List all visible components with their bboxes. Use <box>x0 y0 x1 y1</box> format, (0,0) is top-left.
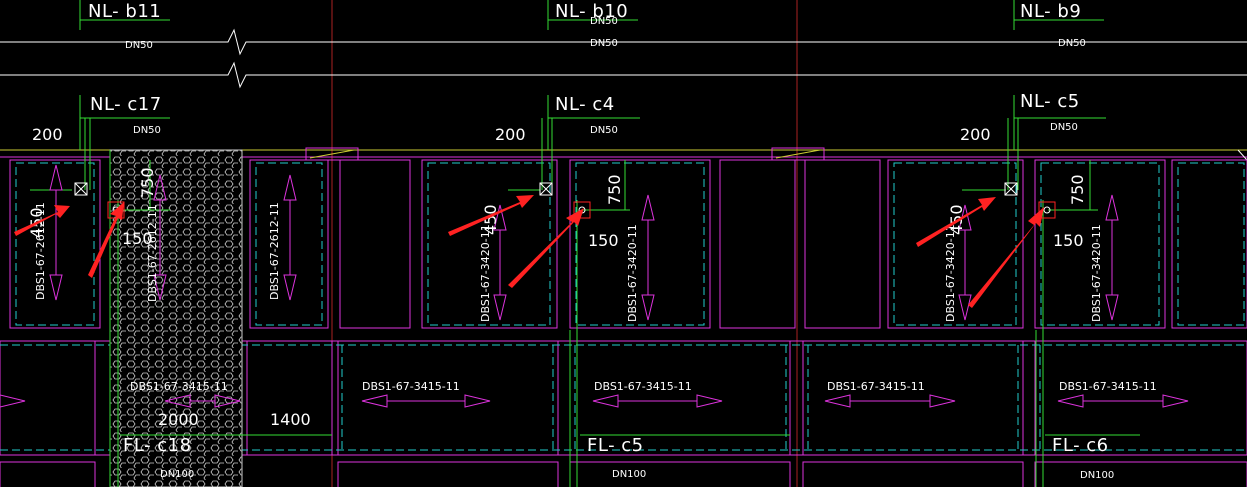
annotation-arrows <box>14 195 1044 308</box>
pipe-label-b10: NL- b10 <box>555 1 628 22</box>
dim-150-3: 150 <box>1053 231 1084 250</box>
dim-200-c5: 200 <box>960 125 991 144</box>
pipe-dn-b9: DN50 <box>1058 38 1086 49</box>
pipe-dn-c18: DN100 <box>160 469 194 480</box>
pipe-dn-c5: DN50 <box>1050 122 1078 133</box>
dim-150-1: 150 <box>122 229 153 248</box>
main-pipe-lines <box>0 28 1247 89</box>
pipe-label-c18: FL- c18 <box>123 435 192 456</box>
room-outlines <box>0 159 1247 487</box>
dim-450-2: 450 <box>481 204 500 235</box>
dim-2000: 2000 <box>158 410 199 429</box>
pipe-label-fl-c5: FL- c5 <box>587 435 644 456</box>
duct-code-3420-c: DBS1-67-3420-11 <box>944 224 957 322</box>
duct-code-3415-e: DBS1-67-3415-11 <box>1059 380 1157 393</box>
pipe-dn-c17: DN50 <box>133 125 161 136</box>
risers-mid <box>30 95 1140 487</box>
dim-1400: 1400 <box>270 410 311 429</box>
pipe-label-b11: NL- b11 <box>88 1 161 22</box>
pipe-dn-b10-overlap: DN50 <box>590 16 618 27</box>
dim-750-2: 750 <box>605 174 624 205</box>
duct-arrows <box>0 164 1189 408</box>
equipment-symbols <box>74 182 1056 219</box>
duct-code-2612-a: DBS1-67-2612-11 <box>34 202 47 300</box>
pipe-dn-b10: DN50 <box>590 38 618 49</box>
pipe-dn-fl-c5: DN100 <box>612 469 646 480</box>
pipe-dn-c4: DN50 <box>590 125 618 136</box>
pipe-label-fl-c6: FL- c6 <box>1052 435 1109 456</box>
pipe-label-c5: NL- c5 <box>1020 91 1080 112</box>
duct-code-3415-b: DBS1-67-3415-11 <box>362 380 460 393</box>
duct-code-3420-b: DBS1-67-3420-11 <box>626 224 639 322</box>
dim-150-2: 150 <box>588 231 619 250</box>
pipe-label-c4: NL- c4 <box>555 94 615 115</box>
duct-code-2612-b: DBS1-67-2612-11 <box>146 204 159 302</box>
duct-code-3420-d: DBS1-67-3420-11 <box>1090 224 1103 322</box>
hatched-shaft <box>109 149 243 487</box>
pipe-label-c17: NL- c17 <box>90 94 162 115</box>
duct-code-3415-d: DBS1-67-3415-11 <box>827 380 925 393</box>
duct-code-3420-a: DBS1-67-3420-11 <box>479 224 492 322</box>
duct-code-3415-c: DBS1-67-3415-11 <box>594 380 692 393</box>
dim-200-c17: 200 <box>32 125 63 144</box>
pipe-label-b9: NL- b9 <box>1020 1 1081 22</box>
grid-axes <box>331 0 798 487</box>
duct-code-3415-a: DBS1-67-3415-11 <box>130 380 228 393</box>
pipe-dn-fl-c6: DN100 <box>1080 470 1114 481</box>
duct-code-2612-c: DBS1-67-2612-11 <box>268 202 281 300</box>
risers-top <box>79 0 1104 30</box>
dim-750-3: 750 <box>1068 174 1087 205</box>
pipe-dn-b11: DN50 <box>125 40 153 51</box>
dim-750-1: 750 <box>138 167 157 198</box>
dim-200-c4: 200 <box>495 125 526 144</box>
